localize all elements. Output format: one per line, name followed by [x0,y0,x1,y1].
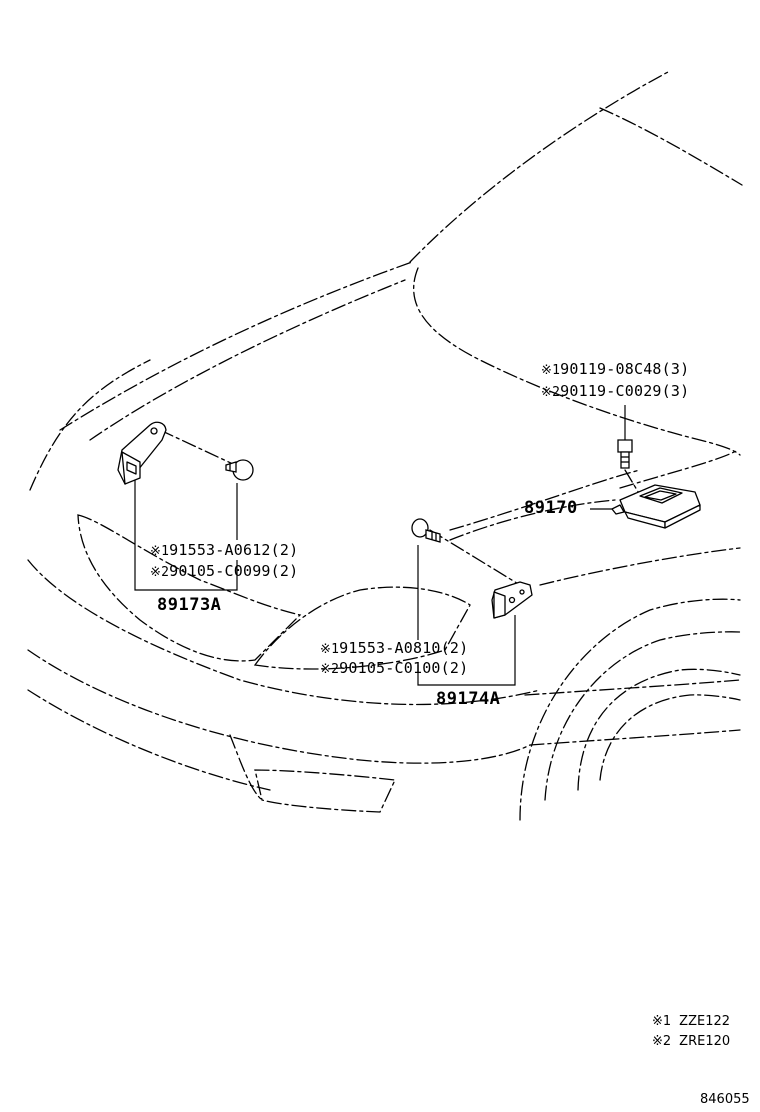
callout-left-line1: ※191553-A0612(2) [150,541,299,559]
bumper-line-1 [27,649,531,764]
bracket-89173a-drawing [117,421,167,485]
bolt-top-drawing [617,439,633,469]
hood-rear-edge [413,267,741,456]
part-number-89174a: 89174A [436,689,501,709]
fog-light [254,769,396,813]
legend-mark-2: ※2 [652,1034,672,1049]
hood-front-curve [27,559,541,706]
legend-code-2: ZRE120 [679,1034,731,1049]
part-number-89173a: 89173A [157,595,222,615]
callout-top-right-line2: ※290119-C0029(3) [541,382,690,400]
cowl-line [539,547,741,586]
hood-crease [89,279,406,441]
leader-89174a-bolt [429,529,521,586]
leader-89174a [417,615,516,686]
leader-89173a-bolt [159,429,236,466]
fender-side-line [449,469,641,531]
callout-center-line2: ※290105-C0100(2) [320,659,469,677]
callout-left-line2: ※290105-C0099(2) [150,562,299,580]
legend-mark-1: ※1 [652,1014,672,1029]
leader-89173a [134,475,238,591]
wheel-arch-outer [519,598,741,821]
tire-inner [599,694,741,781]
grille-outline [77,514,302,662]
callout-center-line1: ※191553-A0810(2) [320,639,469,657]
legend-code-1: ZZE122 [679,1014,731,1029]
bumper-line-2 [27,689,271,791]
leader-89170-bolt [624,469,641,496]
bolt-left-drawing [225,459,254,481]
bolt-center-drawing [411,518,441,543]
tire-outer [577,668,741,791]
headlight-outline [253,586,471,670]
hood-front-edge [59,261,413,431]
diagram-code: 846055 [700,1092,750,1107]
roof-line [599,107,743,186]
part-number-89170: 89170 [524,498,578,518]
wheel-arch-inner [544,631,741,801]
leader-89170-front [449,499,616,541]
callout-top-right-line1: ※190119-08C48(3) [541,360,690,378]
module-89170-drawing [611,484,701,529]
fender-line [29,359,151,491]
lower-bumper [229,734,263,801]
side-sill [529,729,741,746]
bracket-89174a-drawing [491,581,533,619]
legend-entry-1: ※1 ZZE122 [652,1013,730,1031]
legend-entry-2: ※2 ZRE120 [652,1033,730,1051]
body-side [524,679,741,696]
windshield-line [409,71,669,263]
hood-right-contour [619,449,739,489]
